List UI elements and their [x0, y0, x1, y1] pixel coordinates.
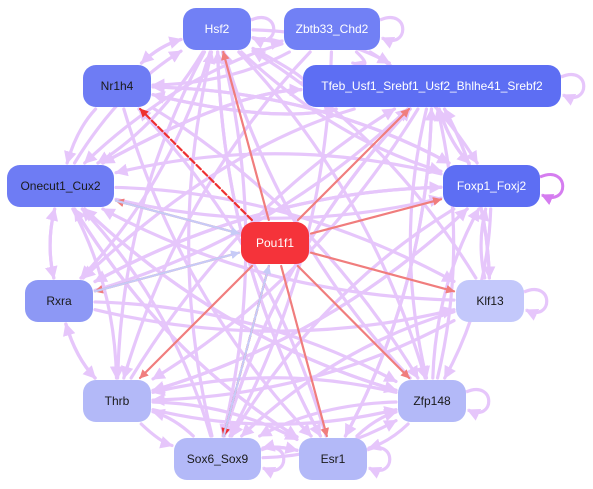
edge-Pou1f1-to-Tfeb	[296, 107, 411, 222]
edge-Sox6_Sox9-to-Thrb	[151, 408, 195, 438]
self-loop-Sox6_Sox9	[260, 446, 286, 479]
node-box-Zbtb33_Chd2	[284, 8, 380, 50]
edge-Pou1f1-to-Zfp148	[296, 264, 411, 380]
edge-Pou1f1-to-Nr1h4	[139, 107, 253, 222]
edge-Tfeb-to-Zfp148	[408, 107, 431, 380]
node-label-Zbtb33_Chd2: Zbtb33_Chd2	[296, 22, 369, 36]
edge-Foxp1_Foxj2-to-Nr1h4	[151, 80, 451, 165]
edge-Nr1h4-to-Hsf2	[139, 36, 183, 65]
edge-Zbtb33_Chd2-to-Thrb	[120, 50, 312, 380]
edge-Esr1-to-Zfp148	[355, 409, 398, 438]
node-label-Nr1h4: Nr1h4	[101, 79, 134, 93]
node-label-Tfeb: Tfeb_Usf1_Srebf1_Usf2_Bhlhe41_Srebf2	[321, 79, 543, 93]
self-loop-Foxp1_Foxj2	[539, 173, 565, 205]
node-box-Onecut1_Cux2	[7, 165, 114, 207]
self-loop-Esr1	[366, 446, 392, 479]
edge-Nr1h4-to-Esr1	[122, 107, 313, 438]
node-label-Klf13: Klf13	[476, 294, 504, 308]
self-loop-Zfp148	[465, 388, 491, 421]
edge-Rxra-to-Onecut1_Cux2	[45, 207, 59, 280]
node-box-Hsf2	[183, 8, 251, 50]
node-label-Esr1: Esr1	[321, 452, 346, 466]
edge-Zbtb33_Chd2-to-Nr1h4	[151, 50, 291, 92]
node-Rxra: Rxra	[25, 280, 93, 322]
edge-Sox6_Sox9-to-Hsf2	[187, 50, 216, 438]
edge-Zfp148-to-Onecut1_Cux2	[83, 207, 398, 392]
edge-Sox6_Sox9-to-Pou1f1	[222, 264, 272, 438]
node-Klf13: Klf13	[456, 280, 524, 322]
self-loop-Klf13	[523, 288, 549, 321]
edge-Pou1f1-to-Esr1	[280, 264, 330, 438]
edge-Sox6_Sox9-to-Onecut1_Cux2	[80, 207, 213, 438]
edge-Onecut1_Cux2-to-Thrb	[71, 207, 123, 380]
node-Tfeb: Tfeb_Usf1_Srebf1_Usf2_Bhlhe41_Srebf2	[303, 65, 561, 107]
node-label-Sox6_Sox9: Sox6_Sox9	[187, 452, 249, 466]
edge-Tfeb-to-Rxra	[81, 107, 356, 280]
node-label-Foxp1_Foxj2: Foxp1_Foxj2	[457, 179, 527, 193]
node-Pou1f1: Pou1f1	[241, 222, 309, 264]
edge-Zfp148-to-Thrb	[151, 376, 398, 396]
node-box-Thrb	[83, 380, 151, 422]
edge-Thrb-to-Sox6_Sox9	[139, 422, 174, 449]
node-Hsf2: Hsf2	[183, 8, 251, 50]
edge-Rxra-to-Thrb	[64, 322, 97, 380]
node-Zbtb33_Chd2: Zbtb33_Chd2	[284, 8, 380, 50]
edge-Esr1-to-Onecut1_Cux2	[72, 207, 299, 439]
self-loop-Tfeb	[560, 73, 586, 106]
self-loop-layer	[250, 16, 586, 479]
self-loop-Zbtb33_Chd2	[379, 16, 405, 49]
node-Esr1: Esr1	[299, 438, 367, 480]
edge-Nr1h4-to-Onecut1_Cux2	[64, 107, 98, 165]
node-box-Klf13	[456, 280, 524, 322]
node-label-Pou1f1: Pou1f1	[256, 236, 294, 250]
edge-Thrb-to-Rxra	[63, 322, 97, 380]
node-box-Foxp1_Foxj2	[443, 165, 540, 207]
edge-Pou1f1-to-Klf13	[309, 251, 456, 294]
edge-Onecut1_Cux2-to-Pou1f1	[114, 199, 241, 236]
node-box-Pou1f1	[241, 222, 309, 264]
edge-Hsf2-to-Thrb	[111, 50, 207, 380]
node-box-Esr1	[299, 438, 367, 480]
edge-Pou1f1-to-Thrb	[138, 264, 254, 380]
edge-Foxp1_Foxj2-to-Onecut1_Cux2	[114, 152, 443, 177]
edge-Onecut1_Cux2-to-Tfeb	[101, 83, 303, 165]
node-box-Rxra	[25, 280, 93, 322]
node-label-Zfp148: Zfp148	[413, 394, 451, 408]
edge-Zbtb33_Chd2-to-Tfeb	[351, 50, 367, 73]
node-Thrb: Thrb	[83, 380, 151, 422]
edge-Foxp1_Foxj2-to-Sox6_Sox9	[230, 207, 456, 438]
node-box-Tfeb	[303, 65, 561, 107]
node-box-Nr1h4	[83, 65, 151, 107]
self-loop-Hsf2	[250, 16, 276, 49]
node-label-Thrb: Thrb	[105, 394, 130, 408]
node-Foxp1_Foxj2: Foxp1_Foxj2	[443, 165, 540, 207]
edge-Pou1f1-to-Foxp1_Foxj2	[309, 197, 443, 235]
edge-Onecut1_Cux2-to-Foxp1_Foxj2	[114, 194, 443, 220]
node-Sox6_Sox9: Sox6_Sox9	[174, 438, 261, 480]
edge-Rxra-to-Pou1f1	[93, 250, 241, 293]
node-label-Onecut1_Cux2: Onecut1_Cux2	[20, 179, 100, 193]
node-label-Rxra: Rxra	[46, 294, 72, 308]
edge-Zfp148-to-Tfeb	[433, 107, 456, 380]
edge-Rxra-to-Foxp1_Foxj2	[93, 181, 443, 284]
node-Zfp148: Zfp148	[398, 380, 466, 422]
edge-Rxra-to-Klf13	[93, 306, 456, 333]
edge-Zfp148-to-Esr1	[367, 422, 410, 451]
edge-Zfp148-to-Sox6_Sox9	[258, 400, 398, 438]
node-box-Zfp148	[398, 380, 466, 422]
node-box-Sox6_Sox9	[174, 438, 261, 480]
node-label-Hsf2: Hsf2	[205, 22, 230, 36]
edge-Thrb-to-Esr1	[151, 400, 299, 442]
edge-Pou1f1-to-Hsf2	[221, 50, 270, 222]
node-Onecut1_Cux2: Onecut1_Cux2	[7, 165, 114, 207]
node-Nr1h4: Nr1h4	[83, 65, 151, 107]
